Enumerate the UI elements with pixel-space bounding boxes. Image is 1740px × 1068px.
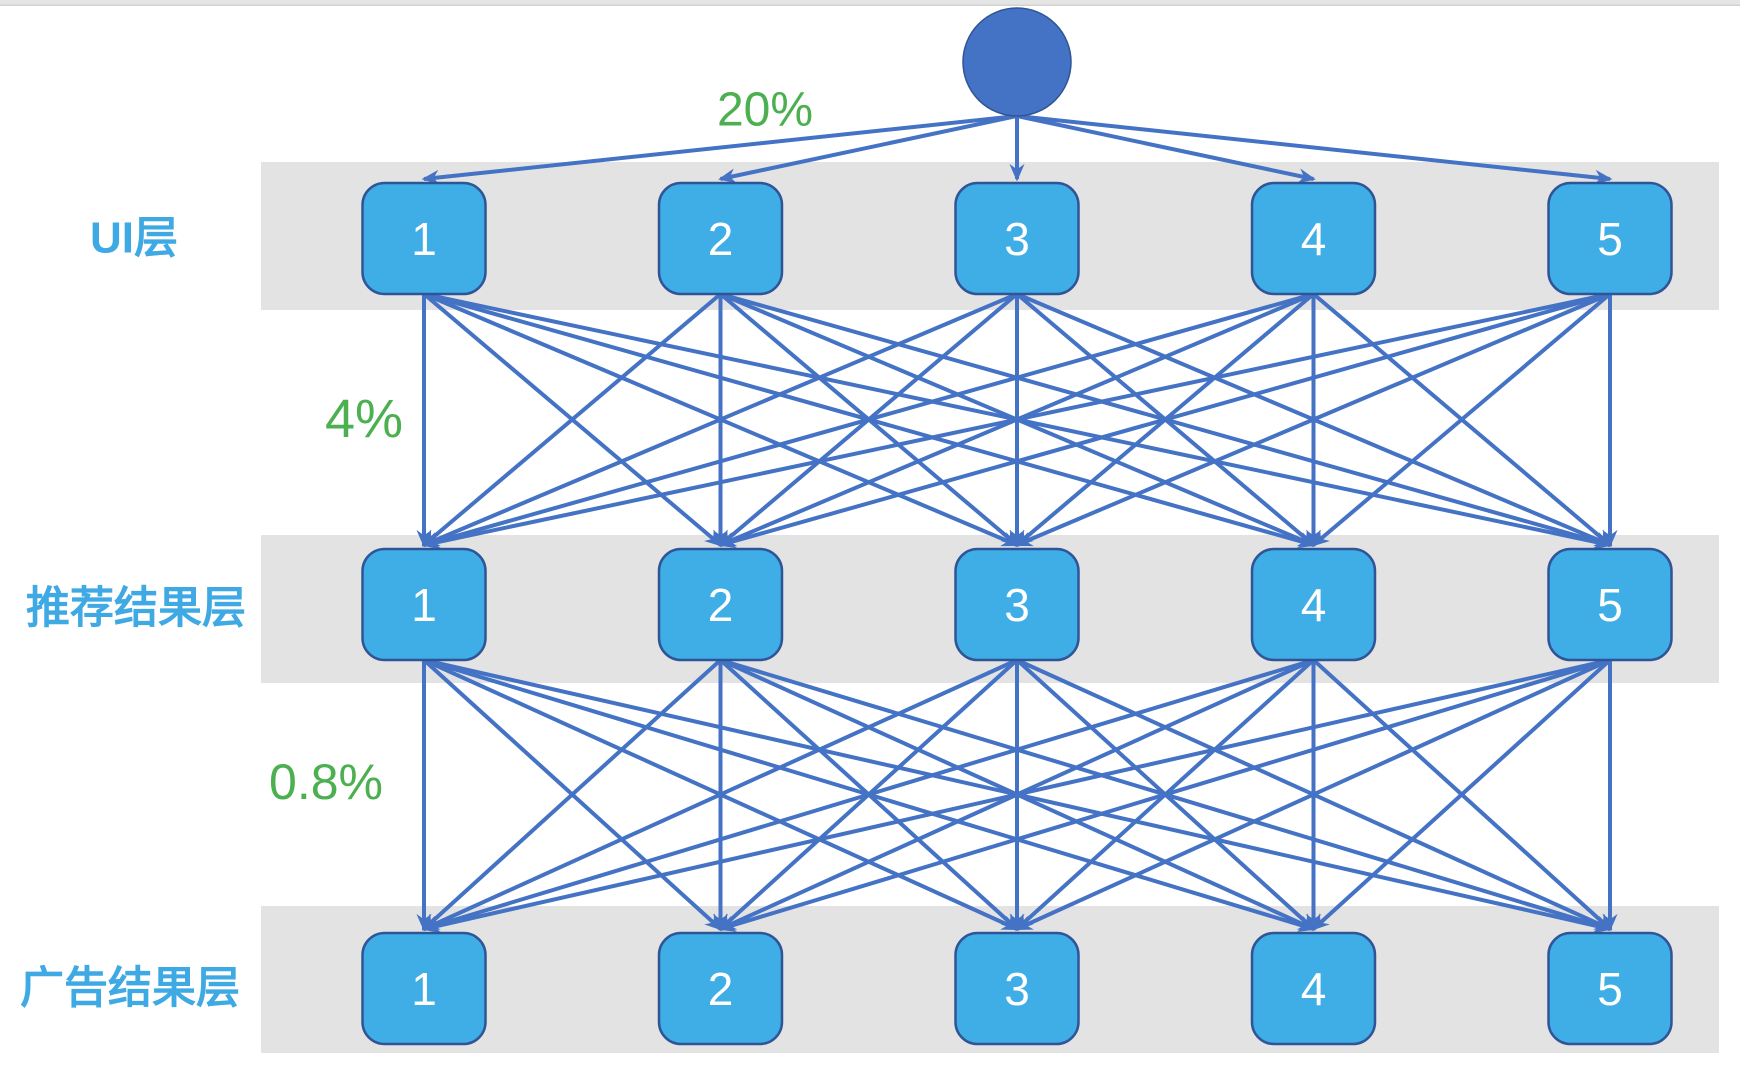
node-number: 4 (1301, 579, 1327, 631)
node-ui-3: 3 (954, 181, 1080, 296)
conversion-label-root-to-ui: 20% (717, 84, 813, 137)
arrow-line (718, 658, 1611, 932)
arrow-line (421, 292, 1018, 547)
node-ui-2: 2 (657, 181, 784, 296)
node-ui-4: 4 (1250, 181, 1377, 296)
node-number: 1 (411, 213, 437, 265)
node-box (954, 931, 1080, 1046)
layer-label-recommend: 推荐结果层 (26, 584, 246, 633)
node-number: 3 (1004, 213, 1030, 265)
node-box (1250, 931, 1377, 1046)
node-recommend-2: 2 (657, 547, 784, 662)
arrow-line (421, 292, 1611, 550)
node-number: 3 (1004, 963, 1030, 1015)
node-box (361, 547, 487, 662)
arrow-line (421, 658, 1018, 931)
node-number: 2 (708, 579, 734, 631)
node-number: 2 (708, 963, 734, 1015)
node-ad-1: 1 (361, 931, 487, 1046)
arrow-line (1311, 292, 1612, 547)
node-box (1547, 931, 1673, 1046)
node-box (954, 181, 1080, 296)
node-ad-5: 5 (1547, 931, 1673, 1046)
node-box (657, 931, 784, 1046)
node-box (657, 181, 784, 296)
node-box (1250, 547, 1377, 662)
node-box (657, 547, 784, 662)
node-ad-4: 4 (1250, 931, 1377, 1046)
node-number: 1 (411, 963, 437, 1015)
arrow-line (1014, 292, 1611, 547)
node-number: 1 (411, 579, 437, 631)
conversion-label-ui-to-recommend: 4% (325, 389, 403, 449)
arrow-line (718, 114, 1018, 184)
edge-arrows (416, 114, 1618, 934)
node-number: 5 (1597, 963, 1623, 1015)
node-box (1547, 181, 1673, 296)
node-recommend-5: 5 (1547, 547, 1673, 662)
node-recommend-4: 4 (1250, 547, 1377, 662)
arrow-line (421, 658, 1611, 934)
node-ad-2: 2 (657, 931, 784, 1046)
node-ad-3: 3 (954, 931, 1080, 1046)
node-number: 5 (1597, 579, 1623, 631)
arrow-line (421, 292, 1315, 549)
conversion-label-recommend-to-ad: 0.8% (269, 754, 383, 810)
node-recommend-3: 3 (954, 547, 1080, 662)
arrow-line (1016, 114, 1316, 184)
arrow-line (1311, 658, 1612, 931)
node-number: 3 (1004, 579, 1030, 631)
root-node-circle (962, 7, 1072, 117)
node-number: 4 (1301, 963, 1327, 1015)
arrow-line (422, 292, 722, 547)
window-top-strip-edge (0, 4, 1740, 6)
window-top-strip (0, 0, 1740, 5)
arrow-line (421, 658, 1315, 932)
node-recommend-1: 1 (361, 547, 487, 662)
layer-label-ui: UI层 (90, 214, 178, 263)
arrow-line (421, 114, 1018, 185)
node-number: 5 (1597, 213, 1623, 265)
node-box (361, 181, 487, 296)
node-box (1547, 547, 1673, 662)
arrow-line (718, 292, 1611, 549)
layer-label-ad: 广告结果层 (20, 964, 240, 1013)
arrow-line (422, 658, 722, 931)
node-box (1250, 181, 1377, 296)
node-box (361, 931, 487, 1046)
node-ui-1: 1 (361, 181, 487, 296)
node-number: 2 (708, 213, 734, 265)
arrow-line (1016, 114, 1613, 185)
node-number: 4 (1301, 213, 1327, 265)
node-ui-5: 5 (1547, 181, 1673, 296)
arrow-line (1014, 658, 1611, 931)
node-box (954, 547, 1080, 662)
